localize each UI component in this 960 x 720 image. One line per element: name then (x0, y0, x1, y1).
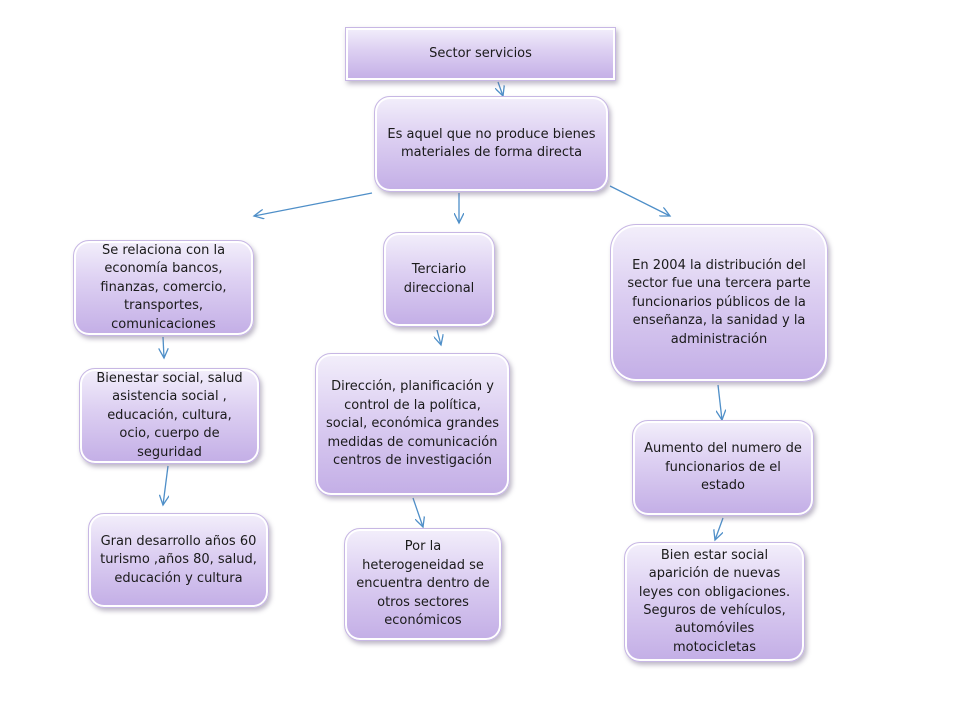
arrow-right2-to-right3 (715, 517, 724, 540)
arrow-definition-to-left (254, 192, 373, 216)
left-box-economy: Se relaciona con la economía bancos, fin… (73, 240, 254, 336)
right-box-welfare-laws-text: Bien estar social aparición de nuevas le… (638, 547, 791, 655)
left-box-development: Gran desarrollo años 60 turismo ,años 80… (88, 513, 269, 608)
arrow-center2-to-center3 (412, 497, 423, 527)
title-box: Sector servicios (345, 27, 616, 81)
right-box-distribution-text: En 2004 la distribución del sector fue u… (627, 257, 811, 347)
right-box-welfare-laws: Bien estar social aparición de nuevas le… (624, 542, 805, 662)
arrow-title-to-definition (498, 81, 503, 96)
left-box-economy-text: Se relaciona con la economía bancos, fin… (100, 242, 227, 332)
definition-box: Es aquel que no produce bienes materiale… (374, 96, 609, 192)
left-box-welfare: Bienestar social, salud asistencia socia… (79, 368, 260, 464)
center-box-heterogeneity: Por la heterogeneidad se encuentra dentr… (344, 528, 502, 641)
left-box-development-text: Gran desarrollo años 60 turismo ,años 80… (100, 533, 257, 586)
center-box-direction: Dirección, planificación y control de la… (315, 353, 510, 496)
arrow-center1-to-center2 (437, 329, 441, 345)
arrow-right1-to-right2 (718, 384, 722, 420)
arrow-left1-to-left2 (163, 336, 164, 358)
right-box-civil-servants-text: Aumento del numero de funcionarios de el… (644, 441, 802, 494)
center-box-direction-text: Dirección, planificación y control de la… (326, 379, 499, 469)
definition-text: Es aquel que no produce bienes materiale… (387, 126, 596, 160)
center-box-tertiary-text: Terciario direccional (403, 262, 475, 296)
arrow-definition-to-right (609, 185, 670, 216)
arrow-left2-to-left3 (163, 465, 168, 505)
center-box-tertiary: Terciario direccional (383, 232, 495, 327)
right-box-civil-servants: Aumento del numero de funcionarios de el… (632, 420, 814, 516)
center-box-heterogeneity-text: Por la heterogeneidad se encuentra dentr… (356, 539, 490, 629)
left-box-welfare-text: Bienestar social, salud asistencia socia… (96, 370, 243, 460)
title-text: Sector servicios (429, 45, 532, 61)
right-box-distribution: En 2004 la distribución del sector fue u… (610, 224, 828, 382)
